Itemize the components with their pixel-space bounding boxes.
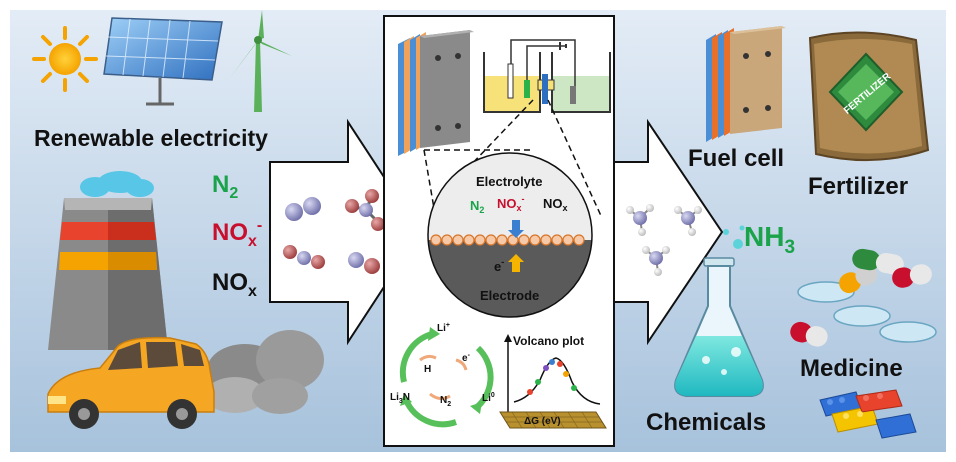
nh3-text: NH bbox=[744, 221, 784, 252]
zoom-nox-text: NO bbox=[543, 196, 563, 211]
lithium-cycle-diagram bbox=[399, 327, 494, 428]
zoom-nox-ion-label: NOx- bbox=[497, 194, 525, 213]
factory-chimney-icon bbox=[48, 171, 168, 350]
nh3-molecule-icon bbox=[674, 206, 702, 236]
nox-input-text: NO bbox=[212, 269, 248, 296]
car-exhaust-icon bbox=[47, 330, 324, 429]
solar-panel-icon bbox=[103, 17, 223, 106]
li3n-sub: 3 bbox=[399, 398, 403, 405]
zoom-n2-label: N2 bbox=[470, 198, 484, 215]
n2-input-text: N bbox=[212, 171, 229, 198]
nh3-molecule-icon bbox=[626, 204, 654, 236]
electron-text: e bbox=[494, 259, 501, 274]
e-minus-label: e- bbox=[462, 352, 471, 364]
zoom-n2-text: N bbox=[470, 198, 479, 213]
e-minus-sup: - bbox=[468, 352, 471, 359]
renewable-electricity-label: Renewable electricity bbox=[34, 125, 268, 151]
nh3-sub: 3 bbox=[784, 237, 795, 258]
li3n-label: Li3N bbox=[390, 392, 410, 405]
zoom-nox-ion-sub: x bbox=[517, 203, 522, 213]
li3n-text: Li bbox=[390, 392, 399, 403]
nh3-product-label: NH3 bbox=[744, 221, 795, 258]
volcano-curve bbox=[513, 357, 601, 405]
nox-input-sub: x bbox=[248, 283, 257, 300]
h-label: H bbox=[424, 364, 431, 375]
cycle-n2-text: N bbox=[440, 395, 447, 406]
no3-molecule-icon bbox=[345, 189, 385, 231]
li-plus-label: Li+ bbox=[437, 322, 450, 334]
volcano-x-label: ΔG (eV) bbox=[524, 416, 561, 427]
zoom-nox-label: NOx bbox=[543, 196, 568, 213]
up-arrow-icon bbox=[508, 254, 524, 272]
li3n-tail: N bbox=[403, 392, 410, 403]
no-molecule-icon bbox=[348, 252, 380, 274]
sun-icon bbox=[32, 26, 98, 92]
pills-icon bbox=[790, 248, 937, 347]
fertilizer-label: Fertilizer bbox=[808, 173, 908, 200]
li-plus-sup: + bbox=[446, 322, 450, 329]
zoom-nox-ion-sup: - bbox=[522, 194, 525, 204]
volcano-plot-title: Volcano plot bbox=[513, 334, 584, 348]
nox-ion-input-text: NO bbox=[212, 219, 248, 246]
catalyst-layer bbox=[430, 234, 585, 246]
electrode-label: Electrode bbox=[480, 288, 539, 303]
li0-label: Li0 bbox=[482, 392, 495, 404]
zoom-nox-ion-text: NO bbox=[497, 196, 517, 211]
zoom-n2-sub: 2 bbox=[479, 205, 484, 215]
n2-input-label: N2 bbox=[212, 171, 238, 202]
catalyst-surface bbox=[499, 411, 607, 429]
li0-text: Li bbox=[482, 393, 491, 404]
e-minus-text: e bbox=[462, 353, 468, 364]
flow-cell-stack-icon bbox=[398, 30, 474, 156]
nox-ion-input-sup: - bbox=[257, 217, 262, 234]
flask-icon bbox=[674, 225, 764, 397]
electron-label: e- bbox=[494, 257, 504, 274]
output-arrow bbox=[611, 118, 724, 346]
nh3-molecule-icon bbox=[642, 246, 670, 276]
li0-sup: 0 bbox=[491, 392, 495, 399]
down-arrow-icon bbox=[508, 220, 524, 238]
nox-ion-input-sub: x bbox=[248, 233, 257, 250]
n2-input-sub: 2 bbox=[229, 185, 238, 202]
zoom-lines bbox=[423, 99, 603, 221]
nox-input-label: NOx bbox=[212, 269, 257, 300]
cycle-n2-sub: 2 bbox=[447, 401, 451, 408]
volcano-plot bbox=[499, 334, 607, 429]
fuel-cell-label: Fuel cell bbox=[688, 145, 784, 172]
electron-sup: - bbox=[501, 257, 504, 267]
fertilizer-bag-icon: FERTILIZER bbox=[808, 31, 930, 162]
cycle-n2-label: N2 bbox=[440, 395, 451, 408]
fuel-cell-icon bbox=[706, 26, 786, 142]
li-plus-text: Li bbox=[437, 323, 446, 334]
electrolyte-label: Electrolyte bbox=[476, 174, 542, 189]
h-cell-icon bbox=[483, 39, 611, 113]
nox-ion-input-label: NOx- bbox=[212, 217, 262, 250]
zoom-nox-sub: x bbox=[563, 203, 568, 213]
chemicals-label: Chemicals bbox=[646, 409, 766, 436]
medicine-label: Medicine bbox=[800, 355, 903, 382]
toy-bricks-icon bbox=[819, 389, 917, 439]
no2-molecule-icon bbox=[283, 245, 325, 269]
n2-molecule-icon bbox=[285, 197, 321, 221]
wind-turbine-icon bbox=[230, 10, 292, 112]
